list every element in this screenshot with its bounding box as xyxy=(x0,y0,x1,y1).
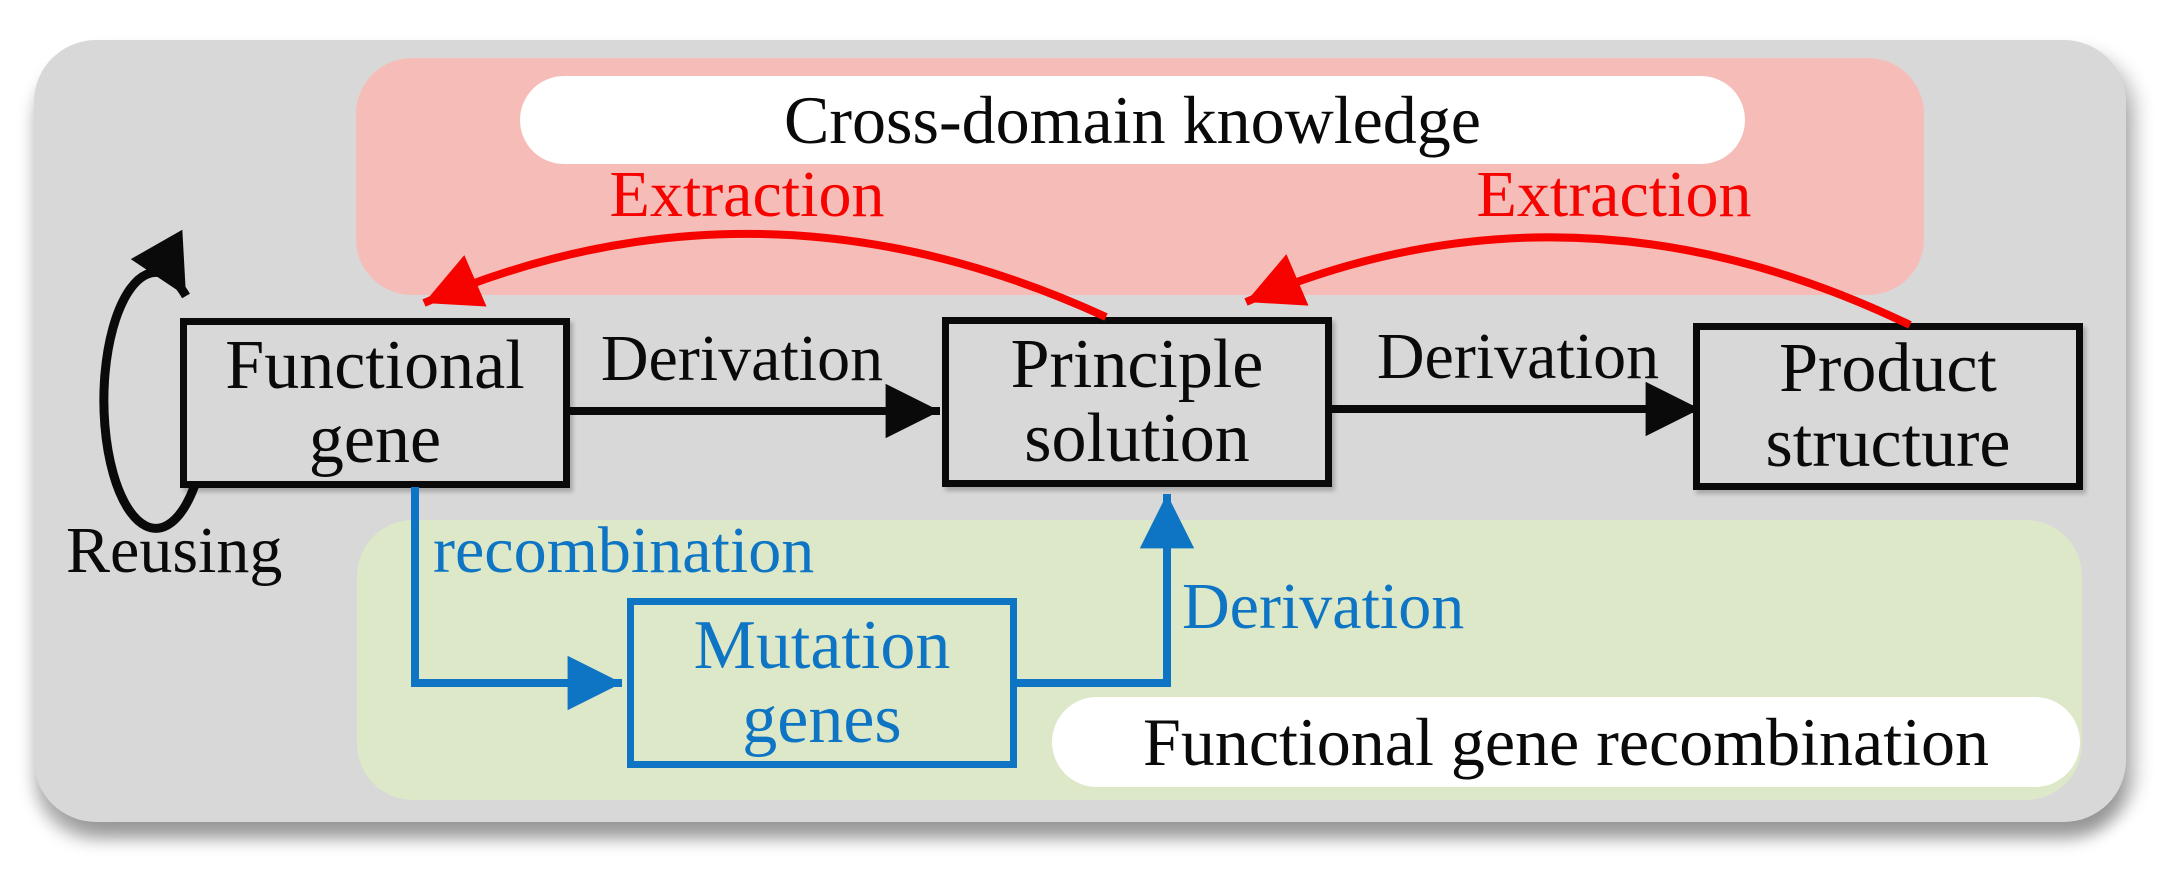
extraction-label-right: Extraction xyxy=(1476,158,1752,231)
reusing-label: Reusing xyxy=(66,514,283,587)
recombination-label: recombination xyxy=(433,514,815,587)
functional-gene-node: Functional gene xyxy=(180,318,570,488)
product-structure-line1: Product xyxy=(1779,330,1997,408)
product-structure-line2: structure xyxy=(1765,404,2011,482)
principle-solution-line1: Principle xyxy=(1010,325,1264,403)
cross-domain-knowledge-label: Cross-domain knowledge xyxy=(784,82,1481,158)
derivation-label-right: Derivation xyxy=(1376,320,1660,393)
mutation-genes-line1: Mutation xyxy=(693,606,951,684)
derivation-label-left: Derivation xyxy=(600,322,884,395)
functional-gene-recombination-label: Functional gene recombination xyxy=(1143,704,1989,780)
functional-gene-line1: Functional xyxy=(225,326,525,404)
mutation-genes-node: Mutation genes xyxy=(627,598,1017,768)
principle-solution-line2: solution xyxy=(1024,400,1250,477)
extraction-label-left: Extraction xyxy=(609,158,885,231)
principle-solution-node: Principle solution xyxy=(942,317,1332,487)
functional-gene-recombination-title: Functional gene recombination xyxy=(1052,697,2080,787)
mutation-genes-line2: genes xyxy=(742,681,902,758)
functional-gene-line2: gene xyxy=(308,401,442,478)
cross-domain-knowledge-title: Cross-domain knowledge xyxy=(520,76,1745,164)
product-structure-node: Product structure xyxy=(1693,323,2083,490)
derivation-label-blue: Derivation xyxy=(1182,570,1465,643)
